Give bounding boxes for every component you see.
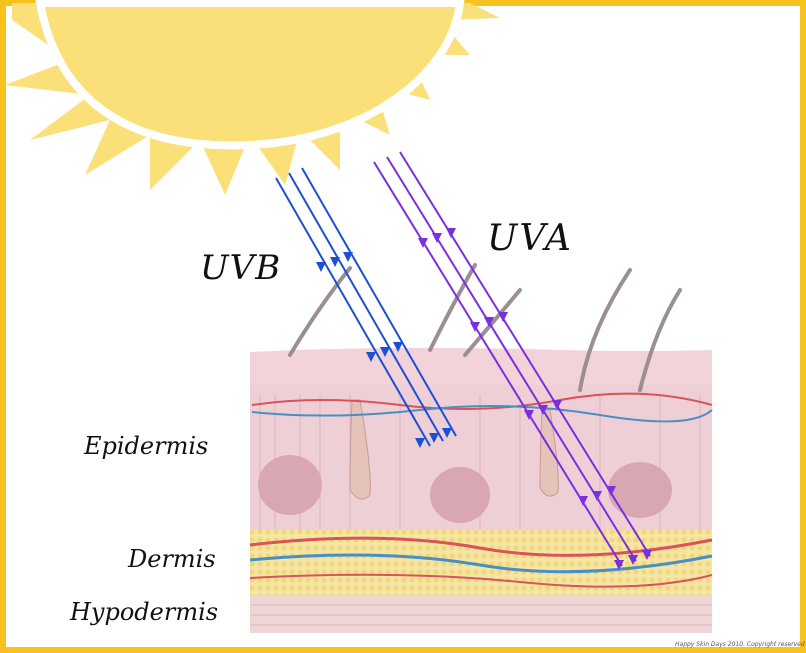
epidermis-label: Epidermis <box>84 432 208 460</box>
copyright-credit: Happy Skin Days 2010. Copyright reserved <box>675 641 805 648</box>
dermis-label: Dermis <box>128 545 216 573</box>
uvb-label: UVB <box>200 248 281 288</box>
hypodermis-label: Hypodermis <box>70 598 218 626</box>
uva-label: UVA <box>487 218 573 259</box>
